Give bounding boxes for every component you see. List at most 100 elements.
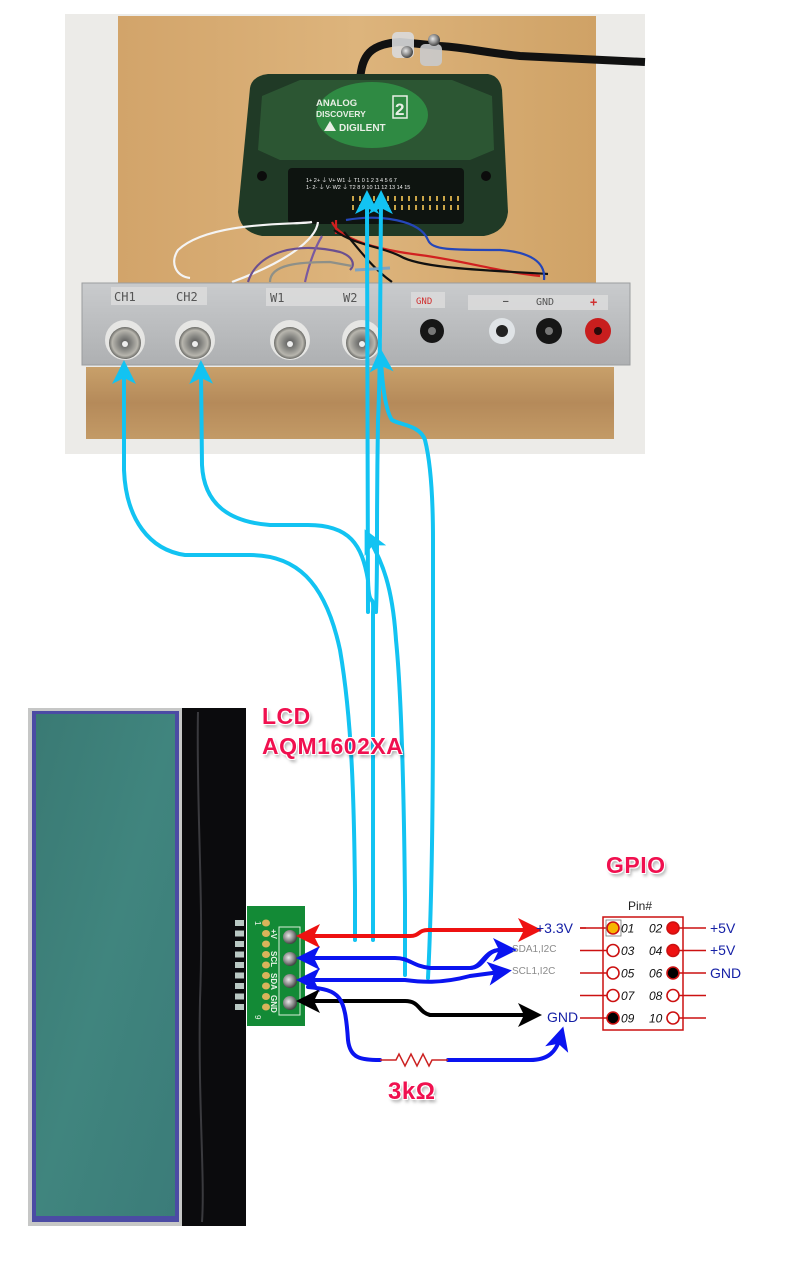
- wire-scl: [296, 961, 512, 992]
- device-pin: [436, 205, 438, 210]
- gpio-title: GPIO: [606, 852, 666, 878]
- device-pin: [352, 196, 354, 201]
- gpio-left-label-3v3: +3.3V: [536, 920, 573, 936]
- device-pin: [408, 196, 410, 201]
- label-strip: [111, 287, 207, 305]
- gpio-pin-06: [666, 966, 680, 980]
- probe-wires: [112, 190, 435, 980]
- gpio-header-label: Pin#: [628, 899, 653, 913]
- gpio-pin-02: [666, 921, 680, 935]
- device-logo-disc: [316, 82, 428, 148]
- purple-wire: [246, 246, 354, 283]
- pcb-pad-gold: [262, 961, 270, 969]
- gpio-pin-07: [606, 988, 620, 1003]
- gpio-pin-number: 02: [649, 922, 663, 936]
- pcb-pad: [235, 993, 244, 1000]
- pcb-pad: [235, 983, 244, 989]
- pcb-pad: [235, 930, 244, 937]
- pcb-pad: [235, 962, 244, 968]
- device-pin: [394, 205, 396, 210]
- gpio-right-label-5v-a: +5V: [710, 920, 736, 936]
- label-strip: [266, 288, 366, 306]
- pcb-pad-gold: [262, 1003, 270, 1011]
- probe-wire-dio0: [355, 190, 380, 614]
- lcd-title-line2: AQM1602XA: [262, 733, 404, 759]
- resistor-label: 3kΩ: [388, 1078, 436, 1105]
- pcb-pin-first: 1: [253, 921, 262, 926]
- device-pin: [429, 196, 431, 201]
- device-pin: [387, 205, 389, 210]
- device-pin-row-top: 1+ 2+ ⏚ V+ W1 ⏚ T1 0 1 2 3 4 5 6 7: [306, 177, 397, 184]
- pcb-pin-label: SDA: [269, 973, 278, 990]
- device-pin: [401, 196, 403, 201]
- pcb-terminal-screw: [283, 974, 297, 988]
- pcb-pad-gold: [262, 930, 270, 937]
- device-pin: [436, 196, 438, 201]
- gpio-right-label-5v-b: +5V: [710, 942, 736, 958]
- gpio-pin-number: 09: [621, 1012, 635, 1026]
- device-pin: [373, 205, 375, 210]
- jumper-wires: [173, 216, 549, 284]
- analog-discovery-2: ANALOG DISCOVERY 2 DIGILENT 1+ 2+ ⏚ V+ W…: [238, 74, 508, 236]
- device-pin: [443, 196, 445, 201]
- black-wire: [333, 229, 549, 276]
- blue-wire: [345, 216, 546, 281]
- screw: [401, 46, 413, 58]
- pcb-pad: [235, 920, 244, 926]
- gpio-pin-08: [666, 988, 680, 1003]
- device-pin: [422, 205, 424, 210]
- device-screw: [257, 171, 267, 181]
- pcb-pad: [235, 951, 244, 958]
- banana-jacks: [420, 318, 611, 344]
- panel-label-w1: W1: [270, 291, 284, 305]
- device-pin: [359, 196, 361, 201]
- lcd-title-line1: LCD: [262, 703, 311, 729]
- gpio-pin-number: 10: [649, 1012, 663, 1026]
- panel-label-ch2: CH2: [176, 290, 198, 304]
- pcb-pads: [235, 919, 270, 1011]
- panel-label-w2: W2: [343, 291, 357, 305]
- brand-badge: 2: [395, 100, 404, 119]
- panel-label-plus: +: [590, 295, 597, 309]
- panel-label-strips: [111, 287, 608, 310]
- pcb-pad-gold: [262, 993, 270, 1000]
- gpio-pin-number: 03: [621, 944, 635, 958]
- gray-wire: [268, 260, 353, 283]
- resistor-3k: [380, 1052, 448, 1068]
- probe-wire-ch1: [112, 360, 357, 942]
- device-pin: [387, 196, 389, 201]
- digilent-logo-icon: [324, 121, 336, 131]
- lcd-glass: [36, 714, 175, 1216]
- cable-clip: [420, 44, 442, 66]
- instrument-photo: ANALOG DISCOVERY 2 DIGILENT 1+ 2+ ⏚ V+ W…: [65, 14, 646, 454]
- pcb-pin-label: GND: [269, 995, 278, 1013]
- pcb-pad-gold: [262, 940, 270, 948]
- pcb-pad-gold: [262, 919, 270, 927]
- device-pin: [408, 205, 410, 210]
- brand-badge-frame: [392, 95, 408, 119]
- device-screw: [481, 171, 491, 181]
- device-pin: [359, 205, 361, 210]
- jack-minus: [489, 318, 515, 344]
- pcb-terminal-screw: [283, 952, 297, 966]
- pcb-pin-label: SCL: [269, 951, 278, 967]
- device-pin: [457, 196, 459, 201]
- signal-wires: [296, 918, 569, 1062]
- pcb-pad: [235, 941, 244, 947]
- white-wire: [231, 221, 320, 284]
- lcd-flex-highlight: [196, 711, 204, 1223]
- gpio-pin-09: [606, 1011, 620, 1025]
- gpio-pin-number: 07: [621, 989, 636, 1003]
- panel-label-ch1: CH1: [114, 290, 136, 304]
- pcb-pad: [235, 972, 244, 979]
- device-pin: [415, 205, 417, 210]
- pin1-marker: [605, 919, 622, 937]
- label-strip: [468, 295, 608, 310]
- panel-label-gnd: GND: [536, 297, 554, 308]
- probe-wire-dio1: [368, 190, 393, 614]
- device-pin: [429, 205, 431, 210]
- white-wire: [173, 220, 313, 280]
- brand-line2: DISCOVERY: [316, 109, 366, 119]
